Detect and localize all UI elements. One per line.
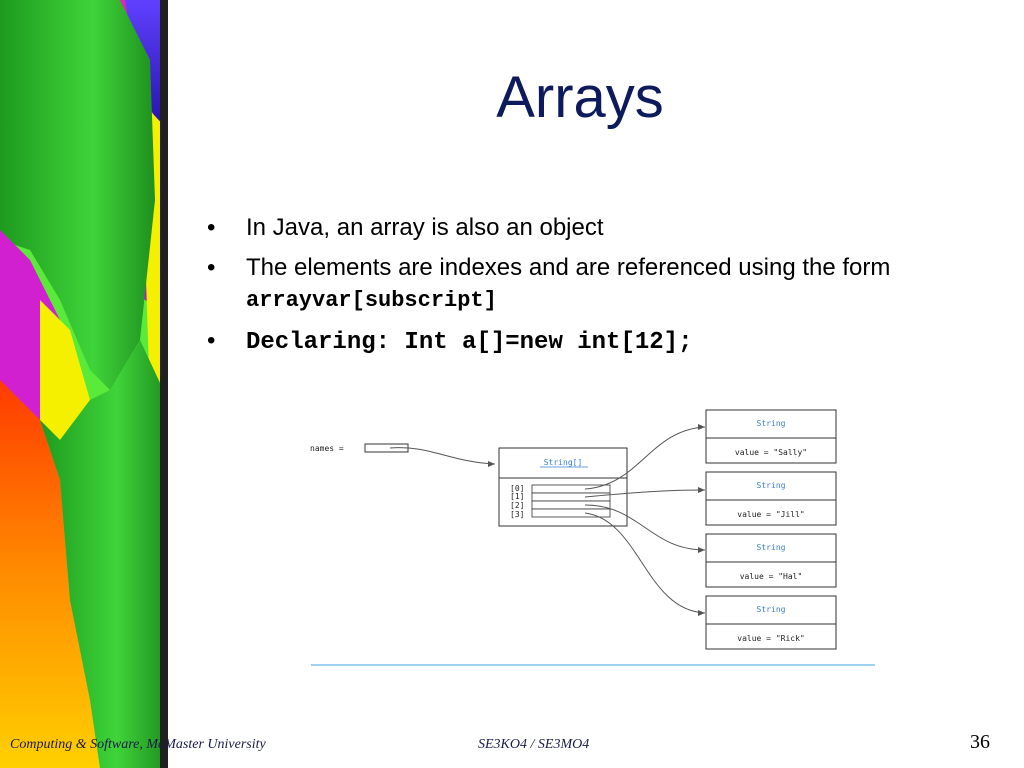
string-object: String value = "Hal" <box>705 533 837 588</box>
bullet-marker: • <box>207 327 216 354</box>
element-arrow <box>584 512 706 614</box>
bullet-marker: • <box>207 254 216 281</box>
slide-title: Arrays <box>496 65 664 130</box>
bullet-text: In Java, an array is also an object <box>246 214 604 241</box>
object-type-label: String <box>757 605 786 614</box>
footer-institution: Computing & Software, McMaster Universit… <box>10 737 266 752</box>
array-index: [1] <box>510 492 524 501</box>
array-type-label: String[] <box>544 458 583 467</box>
object-value: value = "Hal" <box>740 572 803 581</box>
element-arrow <box>584 489 706 498</box>
variable-label: names = <box>310 444 344 453</box>
bullet-list: • In Java, an array is also an object • … <box>205 212 975 367</box>
array-object-diagram: names = String[] [0] [1] [2] [3] String … <box>310 409 875 666</box>
object-type-label: String <box>757 419 786 428</box>
reference-arrow <box>389 447 496 465</box>
page-number: 36 <box>970 731 990 753</box>
object-type-label: String <box>757 543 786 552</box>
bullet-code: arrayvar[subscript] <box>246 288 497 313</box>
decorative-side-art <box>0 0 168 768</box>
element-arrow <box>584 504 706 551</box>
bullet-marker: • <box>207 214 216 241</box>
object-type-label: String <box>757 481 786 490</box>
bullet-item: • Declaring: Int a[]=new int[12]; <box>205 325 975 358</box>
array-index: [3] <box>510 510 524 519</box>
object-value: value = "Sally" <box>735 448 807 457</box>
array-box: String[] [0] [1] [2] [3] <box>498 447 628 527</box>
object-value: value = "Jill" <box>737 510 804 519</box>
object-value: value = "Rick" <box>737 634 804 643</box>
string-object: String value = "Rick" <box>705 595 837 650</box>
bullet-code: Declaring: Int a[]=new int[12]; <box>246 329 693 356</box>
bullet-item: • In Java, an array is also an object <box>205 212 975 243</box>
string-object: String value = "Jill" <box>705 471 837 526</box>
bullet-item: • The elements are indexes and are refer… <box>205 252 975 316</box>
array-index: [2] <box>510 501 524 510</box>
bullet-text: The elements are indexes and are referen… <box>246 254 891 281</box>
string-object: String value = "Sally" <box>705 409 837 464</box>
array-index: [0] <box>510 484 524 493</box>
footer-course: SE3KO4 / SE3MO4 <box>478 737 590 752</box>
element-arrow <box>584 426 706 490</box>
